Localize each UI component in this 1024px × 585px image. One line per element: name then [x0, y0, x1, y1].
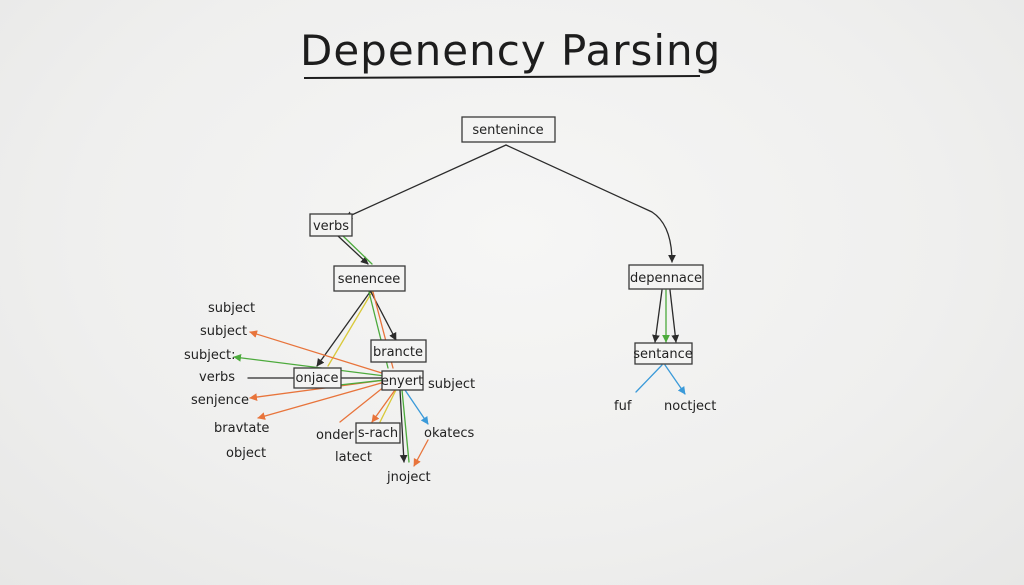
label-fuf: fuf	[614, 399, 632, 414]
node-sentance: sentance	[633, 342, 693, 365]
node-root-label: sentenince	[472, 123, 543, 138]
node-sentence2: senencee	[333, 265, 406, 292]
edge-enyert-onder	[339, 385, 386, 423]
node-dependence: depennace	[628, 264, 704, 290]
node-onjace: onjace	[293, 367, 342, 389]
edge-root-dependence	[505, 144, 676, 263]
label-subject-3: subject:	[184, 348, 236, 363]
node-srach-label: s-rach	[358, 426, 398, 441]
label-jnoject: jnoject	[386, 470, 431, 485]
edge-sent-onjace-yellow	[327, 291, 373, 367]
label-subject-right: subject	[428, 377, 475, 392]
label-okatecs: okatecs	[424, 426, 474, 441]
node-onjace-label: onjace	[296, 371, 339, 386]
edge-enyert-subject2	[249, 330, 386, 375]
edge-enyert-subject3	[233, 354, 386, 377]
edge-sent-onjace	[316, 291, 371, 367]
edge-enyert-srach-orange	[371, 389, 396, 423]
node-brancte-label: brancte	[373, 345, 423, 360]
label-object: object	[226, 446, 266, 461]
edge-root-verbs	[344, 144, 507, 219]
label-bravtate: bravtate	[214, 421, 269, 436]
edge-sentance-fuf	[635, 364, 663, 393]
node-dependence-label: depennace	[630, 271, 702, 286]
label-senjence: senjence	[191, 393, 249, 408]
diagram-title: Depenency Parsing	[300, 26, 721, 75]
edge-enyert-green-down	[401, 389, 410, 463]
label-noctject: noctject	[664, 399, 716, 414]
edge-okatecs-jnoject	[413, 439, 429, 467]
label-subject-2: subject	[200, 324, 247, 339]
node-sentence2-label: senencee	[338, 272, 400, 287]
edge-dep-sentance-3	[669, 289, 680, 343]
edge-enyert-bravtate	[257, 381, 386, 420]
label-onder: onder	[316, 428, 354, 443]
node-brancte: brancte	[370, 339, 427, 363]
node-enyert-label: enyert	[381, 374, 423, 389]
edge-enyert-okatecs	[404, 389, 429, 425]
node-enyert: enyert	[381, 370, 424, 391]
edge-enyert-srach-yellow	[379, 389, 397, 423]
label-subject-1: subject	[208, 301, 255, 316]
node-srach: s-rach	[355, 422, 401, 444]
edge-dep-sentance-1	[652, 289, 663, 343]
node-root: sentenince	[461, 116, 556, 143]
edge-enyert-jnoject	[399, 389, 408, 463]
label-latect: latect	[335, 450, 372, 465]
node-sentance-label: sentance	[633, 347, 692, 362]
node-verbs-label: verbs	[313, 219, 349, 234]
edge-verbs-sentence	[337, 235, 369, 265]
node-verbs: verbs	[309, 213, 353, 237]
title-underline	[303, 75, 701, 79]
edge-verbs-sentence-green	[342, 235, 373, 265]
edge-sentance-noctject	[664, 364, 686, 395]
label-verbs: verbs	[199, 370, 235, 385]
